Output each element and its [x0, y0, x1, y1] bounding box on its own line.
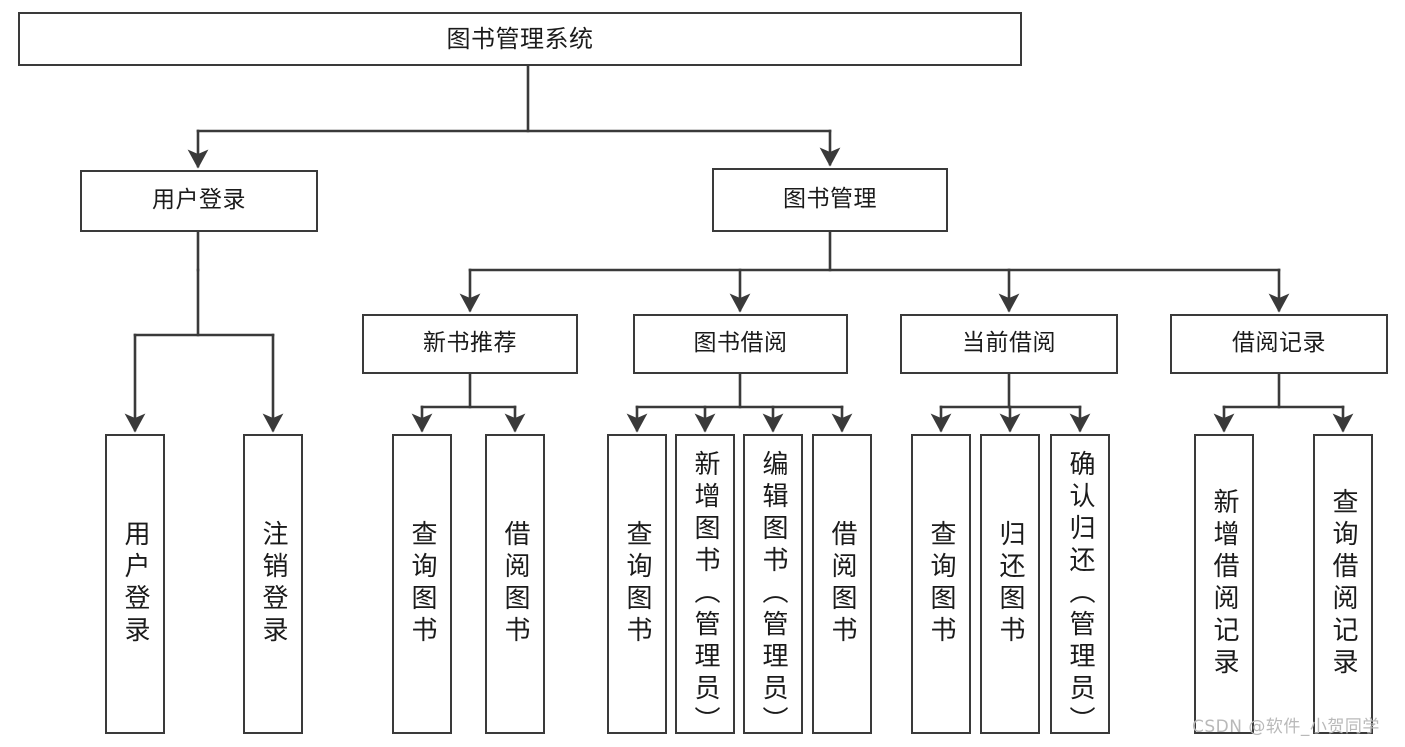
node-leaf-add-book[interactable]: 新增图书（管理员）	[675, 434, 735, 738]
node-label: 查询借阅记录	[1328, 488, 1358, 680]
node-root-book-management-system[interactable]: 图书管理系统	[18, 12, 1022, 66]
node-label: 查询图书	[622, 520, 652, 648]
node-label: 确认归还（管理员）	[1065, 450, 1095, 738]
node-label: 新增借阅记录	[1209, 488, 1239, 680]
node-leaf-add-borrow-record[interactable]: 新增借阅记录	[1194, 434, 1254, 734]
node-leaf-query-borrow-record[interactable]: 查询借阅记录	[1313, 434, 1373, 734]
node-label: 借阅图书	[500, 520, 530, 648]
node-label: 借阅图书	[827, 520, 857, 648]
node-label: 用户登录	[120, 520, 150, 648]
node-label: 借阅记录	[1232, 330, 1326, 357]
node-book-borrow[interactable]: 图书借阅	[633, 314, 848, 374]
node-label: 查询图书	[926, 520, 956, 648]
node-label: 新增图书（管理员）	[690, 450, 720, 738]
node-leaf-query-book-recommend[interactable]: 查询图书	[392, 434, 452, 734]
node-leaf-borrow-book-recommend[interactable]: 借阅图书	[485, 434, 545, 734]
node-leaf-query-book-current[interactable]: 查询图书	[911, 434, 971, 734]
node-current-borrow[interactable]: 当前借阅	[900, 314, 1118, 374]
node-label: 注销登录	[258, 520, 288, 648]
node-label: 图书管理	[783, 186, 877, 213]
node-new-book-recommend[interactable]: 新书推荐	[362, 314, 578, 374]
node-user-login[interactable]: 用户登录	[80, 170, 318, 232]
node-label: 图书借阅	[693, 330, 788, 357]
node-leaf-edit-book[interactable]: 编辑图书（管理员）	[743, 434, 803, 738]
node-label: 当前借阅	[962, 330, 1056, 357]
node-borrow-record[interactable]: 借阅记录	[1170, 314, 1388, 374]
node-label: 用户登录	[152, 187, 246, 214]
node-label: 编辑图书（管理员）	[758, 450, 788, 738]
node-label: 归还图书	[995, 520, 1025, 648]
node-label: 查询图书	[407, 520, 437, 648]
node-leaf-borrow-book[interactable]: 借阅图书	[812, 434, 872, 734]
node-leaf-user-login[interactable]: 用户登录	[105, 434, 165, 734]
node-leaf-logout[interactable]: 注销登录	[243, 434, 303, 734]
node-leaf-query-book-borrow[interactable]: 查询图书	[607, 434, 667, 734]
csdn-watermark: CSDN @软件_小贺同学	[1192, 717, 1380, 737]
node-book-management[interactable]: 图书管理	[712, 168, 948, 232]
node-label: 新书推荐	[423, 330, 517, 357]
node-leaf-return-book[interactable]: 归还图书	[980, 434, 1040, 734]
node-leaf-confirm-return[interactable]: 确认归还（管理员）	[1050, 434, 1110, 738]
node-label: 图书管理系统	[446, 24, 594, 53]
